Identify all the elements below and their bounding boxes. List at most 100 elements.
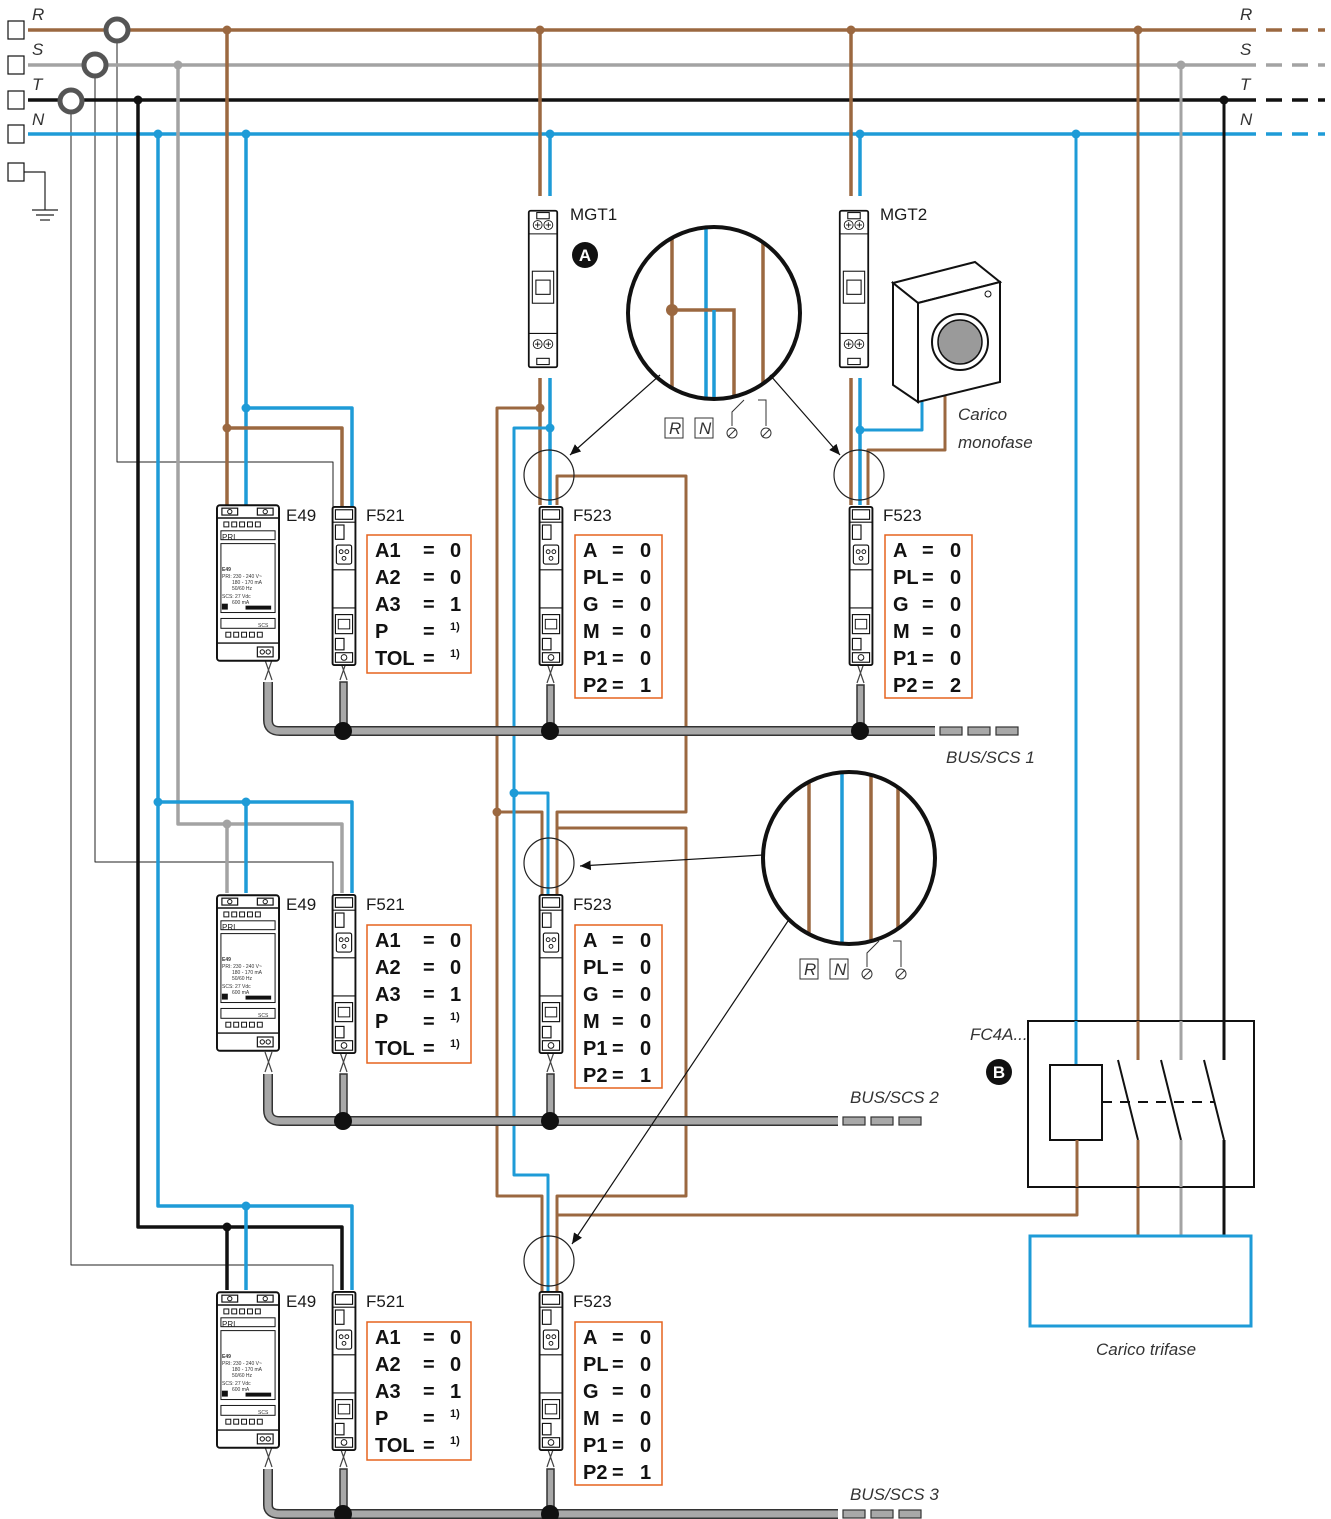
f523-actuator-2 bbox=[848, 505, 874, 667]
e49-label-1: E49 bbox=[286, 506, 316, 525]
svg-text:0: 0 bbox=[640, 957, 651, 979]
svg-text:P2: P2 bbox=[583, 1462, 607, 1484]
svg-text:A: A bbox=[893, 540, 907, 562]
current-clamp-s bbox=[81, 51, 109, 79]
svg-text:=: = bbox=[423, 984, 435, 1006]
f523-config-table-2: A=0 PL=0 G=0 M=0 P1=0 P2=2 bbox=[884, 534, 973, 699]
svg-text:0: 0 bbox=[450, 540, 461, 562]
svg-text:=: = bbox=[612, 1065, 624, 1087]
svg-text:PRI: PRI bbox=[222, 923, 235, 932]
svg-text:P2: P2 bbox=[583, 675, 607, 697]
svg-text:50/60 Hz: 50/60 Hz bbox=[232, 1373, 253, 1379]
svg-text:1: 1 bbox=[640, 1462, 651, 1484]
svg-text:=: = bbox=[612, 1354, 624, 1376]
svg-text:1): 1) bbox=[450, 1435, 460, 1447]
svg-text:0: 0 bbox=[640, 621, 651, 643]
f521-actuator-1 bbox=[331, 505, 357, 667]
svg-text:0: 0 bbox=[950, 594, 961, 616]
f523-config-table-1: A=0 PL=0 G=0 M=0 P1=0 P2=1 bbox=[574, 534, 663, 699]
svg-text:SCS: SCS bbox=[258, 1013, 269, 1019]
svg-text:1): 1) bbox=[450, 621, 460, 633]
svg-text:A1: A1 bbox=[375, 1327, 401, 1349]
svg-text:PRI: 230 - 240 V~: PRI: 230 - 240 V~ bbox=[222, 1361, 262, 1367]
svg-text:=: = bbox=[423, 1435, 435, 1457]
svg-text:M: M bbox=[583, 1408, 600, 1430]
svg-text:P1: P1 bbox=[583, 1435, 607, 1457]
terminal-detail-top: R N bbox=[664, 399, 772, 439]
svg-text:A: A bbox=[583, 930, 597, 952]
bus-label-1: BUS/SCS 1 bbox=[946, 748, 1035, 767]
svg-text:0: 0 bbox=[640, 594, 651, 616]
svg-text:A1: A1 bbox=[375, 930, 401, 952]
svg-text:0: 0 bbox=[450, 1327, 461, 1349]
phase-label-r: R bbox=[32, 5, 44, 24]
svg-text:A2: A2 bbox=[375, 957, 401, 979]
svg-text:=: = bbox=[612, 1327, 624, 1349]
svg-text:1: 1 bbox=[450, 1381, 461, 1403]
svg-text:0: 0 bbox=[450, 930, 461, 952]
svg-text:=: = bbox=[423, 1381, 435, 1403]
svg-text:180 - 170 mA: 180 - 170 mA bbox=[232, 970, 263, 976]
svg-text:=: = bbox=[423, 957, 435, 979]
mgt1-label: MGT1 bbox=[570, 205, 617, 224]
svg-text:=: = bbox=[423, 540, 435, 562]
svg-text:E49: E49 bbox=[222, 957, 231, 963]
svg-text:1): 1) bbox=[450, 648, 460, 660]
svg-text:=: = bbox=[612, 1381, 624, 1403]
svg-text:SCS: 27 Vdc: SCS: 27 Vdc bbox=[222, 984, 251, 990]
wiring bbox=[24, 28, 1325, 1295]
svg-text:P1: P1 bbox=[893, 648, 917, 670]
svg-text:N: N bbox=[699, 419, 712, 438]
f521-config-table-3: A1=0 A2=0 A3=1 P=1) TOL=1) bbox=[366, 1321, 472, 1461]
svg-text:=: = bbox=[612, 594, 624, 616]
f521-config-table-1: A1=0 A2=0 A3=1 P=1) TOL=1) bbox=[366, 534, 472, 674]
svg-text:A: A bbox=[579, 246, 591, 265]
f523-label-3: F523 bbox=[573, 895, 612, 914]
f523-actuator-3 bbox=[538, 893, 564, 1055]
svg-text:P2: P2 bbox=[893, 675, 917, 697]
svg-text:=: = bbox=[612, 1462, 624, 1484]
svg-text:1): 1) bbox=[450, 1038, 460, 1050]
svg-text:=: = bbox=[423, 1408, 435, 1430]
svg-text:R: R bbox=[804, 960, 816, 979]
svg-text:=: = bbox=[922, 540, 934, 562]
svg-text:=: = bbox=[922, 594, 934, 616]
svg-text:SCS: SCS bbox=[258, 623, 269, 629]
svg-text:A: A bbox=[583, 540, 597, 562]
svg-text:=: = bbox=[922, 621, 934, 643]
svg-text:=: = bbox=[612, 1435, 624, 1457]
svg-text:180 - 170 mA: 180 - 170 mA bbox=[232, 1367, 263, 1373]
svg-text:=: = bbox=[423, 648, 435, 670]
magnifier-detail-top bbox=[626, 225, 802, 401]
svg-text:=: = bbox=[423, 930, 435, 952]
svg-text:0: 0 bbox=[640, 1435, 651, 1457]
svg-text:0: 0 bbox=[450, 957, 461, 979]
svg-text:PRI: PRI bbox=[222, 1320, 235, 1329]
svg-text:P1: P1 bbox=[583, 1038, 607, 1060]
svg-text:=: = bbox=[922, 675, 934, 697]
junction-dots bbox=[133, 25, 1229, 1232]
svg-text:TOL: TOL bbox=[375, 648, 415, 670]
svg-text:M: M bbox=[583, 1011, 600, 1033]
svg-text:PL: PL bbox=[583, 957, 609, 979]
svg-text:0: 0 bbox=[640, 1408, 651, 1430]
magnifier-detail-middle bbox=[761, 770, 937, 946]
svg-text:P: P bbox=[375, 1408, 388, 1430]
svg-text:SCS: SCS bbox=[258, 1410, 269, 1416]
phase-label-n-right: N bbox=[1240, 110, 1253, 129]
svg-text:=: = bbox=[423, 1038, 435, 1060]
svg-text:=: = bbox=[612, 648, 624, 670]
bus-label-2: BUS/SCS 2 bbox=[850, 1088, 939, 1107]
psu-face-text-2: PRI E49 PRI: 230 - 240 V~ 180 - 170 mA 5… bbox=[222, 923, 269, 1019]
three-phase-load-box bbox=[1028, 1234, 1253, 1328]
svg-text:PL: PL bbox=[893, 567, 919, 589]
bus-label-3: BUS/SCS 3 bbox=[850, 1485, 939, 1504]
f521-config-table-2: A1=0 A2=0 A3=1 P=1) TOL=1) bbox=[366, 924, 472, 1064]
svg-text:B: B bbox=[993, 1063, 1005, 1082]
svg-text:TOL: TOL bbox=[375, 1435, 415, 1457]
svg-text:50/60 Hz: 50/60 Hz bbox=[232, 976, 253, 982]
svg-text:0: 0 bbox=[640, 1038, 651, 1060]
f521-actuator-3 bbox=[331, 1290, 357, 1452]
svg-text:=: = bbox=[423, 567, 435, 589]
highlight-circle-4 bbox=[523, 1235, 575, 1287]
